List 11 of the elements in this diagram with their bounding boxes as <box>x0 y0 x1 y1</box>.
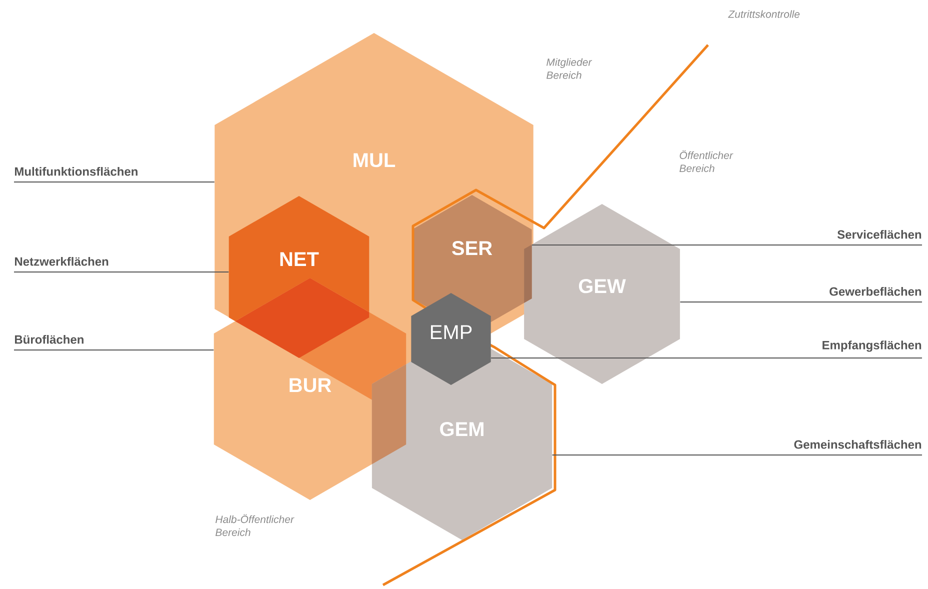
area-label: Büroflächen <box>15 335 84 344</box>
area-label: Gewerbeflächen <box>830 287 922 296</box>
area-label: Multifunktionsflächen <box>15 167 138 176</box>
hexagon: GEW <box>524 204 680 384</box>
leader-line <box>552 454 922 456</box>
area-label: Serviceflächen <box>837 230 922 239</box>
area-label: Gemeinschaftsflächen <box>794 440 922 449</box>
zone-label: Zutrittskontrolle <box>728 10 800 18</box>
area-label: Empfangsflächen <box>822 340 922 352</box>
area-label: Netzwerkflächen <box>15 257 108 266</box>
leader-line <box>531 244 922 246</box>
